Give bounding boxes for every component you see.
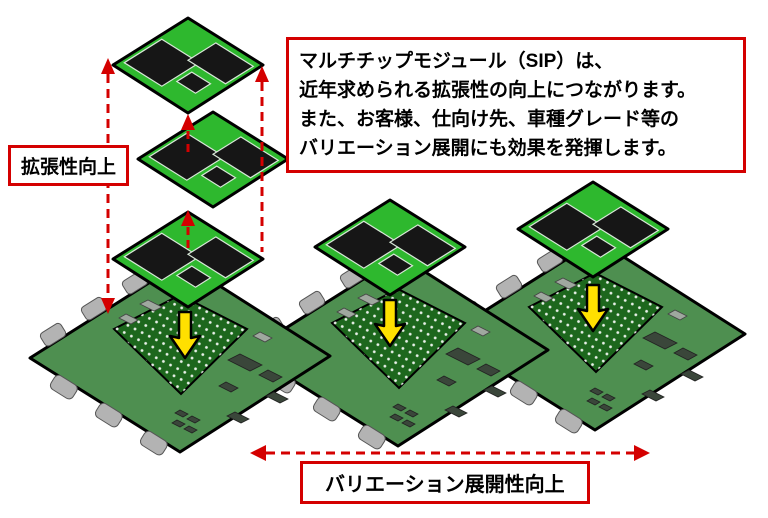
insert-arrow-left xyxy=(168,310,202,360)
arrowhead-down-icon xyxy=(101,298,115,314)
insert-arrow-middle xyxy=(373,298,407,348)
insert-arrow-right xyxy=(576,283,610,333)
callout-line: バリエーション展開にも効果を発揮します。 xyxy=(299,138,677,159)
expandability-label: 拡張性向上 xyxy=(8,145,130,186)
insert-arrows xyxy=(168,283,610,360)
arrowhead-up-icon xyxy=(255,66,269,82)
arrowhead-right-icon xyxy=(634,445,650,461)
callout-line: また、お客様、仕向け先、車種グレード等の xyxy=(299,109,680,130)
callout-box: マルチチップモジュール（SIP）は、 近年求められる拡張性の向上につながります。… xyxy=(286,37,746,173)
arrowhead-up-icon xyxy=(101,58,115,74)
arrowhead-left-icon xyxy=(250,445,266,461)
arrowhead-up-icon xyxy=(181,114,195,130)
stack-module-middle xyxy=(136,110,290,209)
callout-line: マルチチップモジュール（SIP）は、 xyxy=(299,51,614,72)
callout-line: 近年求められる拡張性の向上につながります。 xyxy=(299,80,697,101)
variation-label: バリエーション展開性向上 xyxy=(300,461,590,504)
stack-module-top xyxy=(111,16,265,115)
arrowhead-up-icon xyxy=(181,210,195,226)
expand-arrows xyxy=(101,58,269,314)
chip-module-middle xyxy=(313,198,467,297)
variation-arrow xyxy=(250,445,650,461)
